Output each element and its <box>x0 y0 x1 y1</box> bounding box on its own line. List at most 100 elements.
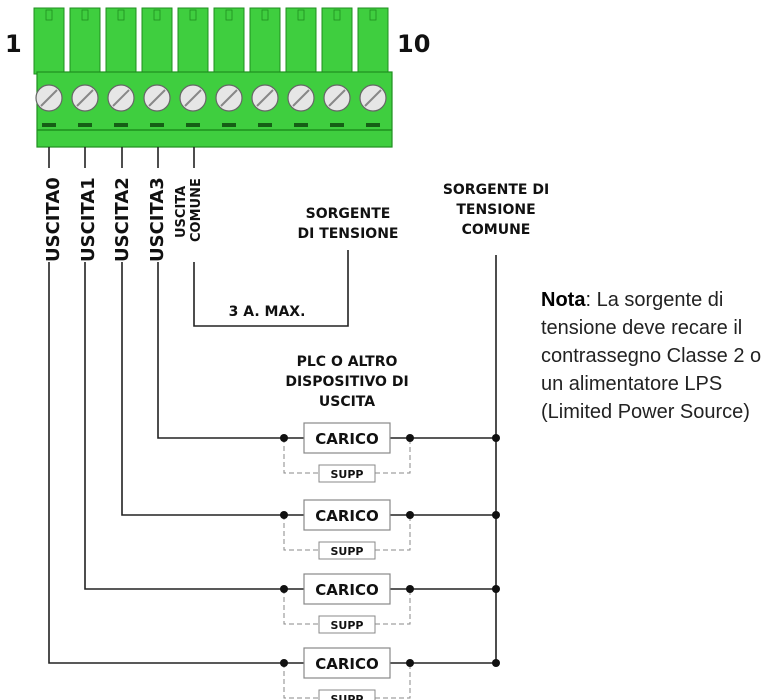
supp-label: SUPP <box>331 619 364 632</box>
terminal-block <box>33 7 393 148</box>
screw-marker <box>222 123 236 127</box>
pin-slot <box>225 9 233 21</box>
terminal-pin <box>105 7 137 75</box>
output-label-3: USCITA3 <box>147 177 168 262</box>
terminal-pin <box>33 7 65 75</box>
note-text: : La sorgente di tensione deve recare il… <box>541 289 762 423</box>
wire-output-0-to-load <box>48 262 284 664</box>
current-limit-label: 3 A. MAX. <box>229 304 306 320</box>
screw-slot <box>256 89 274 107</box>
junction-dot <box>492 585 500 593</box>
load-box <box>303 573 391 605</box>
common-output-label-line1: USCITA <box>174 186 189 238</box>
junction-dot <box>492 659 500 667</box>
note-box: Nota: La sorgente di tensione deve recar… <box>541 286 773 426</box>
screw-marker <box>186 123 200 127</box>
terminal-pin <box>213 7 245 75</box>
screw-slot <box>328 89 346 107</box>
pin-slot <box>297 9 305 21</box>
screw-marker <box>42 123 56 127</box>
terminal-pin <box>141 7 173 75</box>
junction-dot <box>280 659 288 667</box>
junction-dot <box>406 511 414 519</box>
wire-source-loop <box>193 250 349 327</box>
plc-label-line1: PLC O ALTRO <box>297 354 398 370</box>
terminal-pin <box>177 7 209 75</box>
supp-label: SUPP <box>331 693 364 700</box>
terminal-pin <box>249 7 281 75</box>
screw-marker <box>366 123 380 127</box>
supp-dash-left <box>283 515 319 551</box>
screw-slot <box>76 89 94 107</box>
load-circuit: CARICO SUPP <box>280 573 500 634</box>
supp-label: SUPP <box>331 468 364 481</box>
source-label-line2: DI TENSIONE <box>297 226 398 242</box>
pin-slot <box>333 9 341 21</box>
supp-box <box>318 615 376 634</box>
screw-slot <box>148 89 166 107</box>
supp-box <box>318 689 376 700</box>
pin-slot <box>117 9 125 21</box>
pin-slot <box>45 9 53 21</box>
terminal-pin <box>69 7 101 75</box>
supp-box <box>318 464 376 483</box>
screw-slot <box>112 89 130 107</box>
terminal-screws <box>35 84 387 127</box>
output-label-1: USCITA1 <box>78 177 99 262</box>
pin-slot <box>261 9 269 21</box>
source-label-line1: SORGENTE <box>306 206 391 222</box>
load-box <box>303 499 391 531</box>
screw-slot <box>364 89 382 107</box>
supp-dash-right <box>375 515 411 551</box>
common-source-label-line3: COMUNE <box>462 222 531 238</box>
terminal-pin <box>357 7 389 75</box>
wiring <box>48 147 497 664</box>
junction-dot <box>280 585 288 593</box>
supp-dash-left <box>283 438 319 474</box>
wire-output-2-to-load <box>121 262 284 516</box>
wire-output-1-to-load <box>84 262 284 590</box>
junction-dot <box>406 585 414 593</box>
screw-slot <box>292 89 310 107</box>
common-output-label-line2: COMUNE <box>189 178 204 242</box>
supp-dash-right <box>375 438 411 474</box>
pin-slot <box>153 9 161 21</box>
terminal-pin <box>321 7 353 75</box>
supp-box <box>318 541 376 560</box>
load-label: CARICO <box>315 430 379 448</box>
supp-dash-right <box>375 663 411 699</box>
common-source-label-line2: TENSIONE <box>456 202 535 218</box>
screw-marker <box>294 123 308 127</box>
junction-dot <box>280 511 288 519</box>
load-label: CARICO <box>315 655 379 673</box>
output-label-0: USCITA0 <box>43 177 64 262</box>
terminal-pins <box>33 7 389 75</box>
load-circuit: CARICO SUPP <box>280 647 500 700</box>
load-circuit: CARICO SUPP <box>280 422 500 483</box>
screw-marker <box>150 123 164 127</box>
wire-output-3-to-load <box>157 262 284 439</box>
screw-slot <box>220 89 238 107</box>
pin-number-first: 1 <box>5 30 22 58</box>
pin-slot <box>369 9 377 21</box>
load-label: CARICO <box>315 507 379 525</box>
load-box <box>303 422 391 454</box>
load-box <box>303 647 391 679</box>
pin-slot <box>189 9 197 21</box>
load-circuit: CARICO SUPP <box>280 499 500 560</box>
junction-dot <box>280 434 288 442</box>
junction-dot <box>406 659 414 667</box>
plc-label-line3: USCITA <box>319 394 375 410</box>
load-label: CARICO <box>315 581 379 599</box>
screw-slot <box>40 89 58 107</box>
screw-marker <box>258 123 272 127</box>
pin-slot <box>81 9 89 21</box>
screw-marker <box>114 123 128 127</box>
screw-marker <box>330 123 344 127</box>
screw-marker <box>78 123 92 127</box>
output-label-2: USCITA2 <box>112 177 133 262</box>
supp-label: SUPP <box>331 545 364 558</box>
supp-dash-left <box>283 663 319 699</box>
supp-dash-left <box>283 589 319 625</box>
